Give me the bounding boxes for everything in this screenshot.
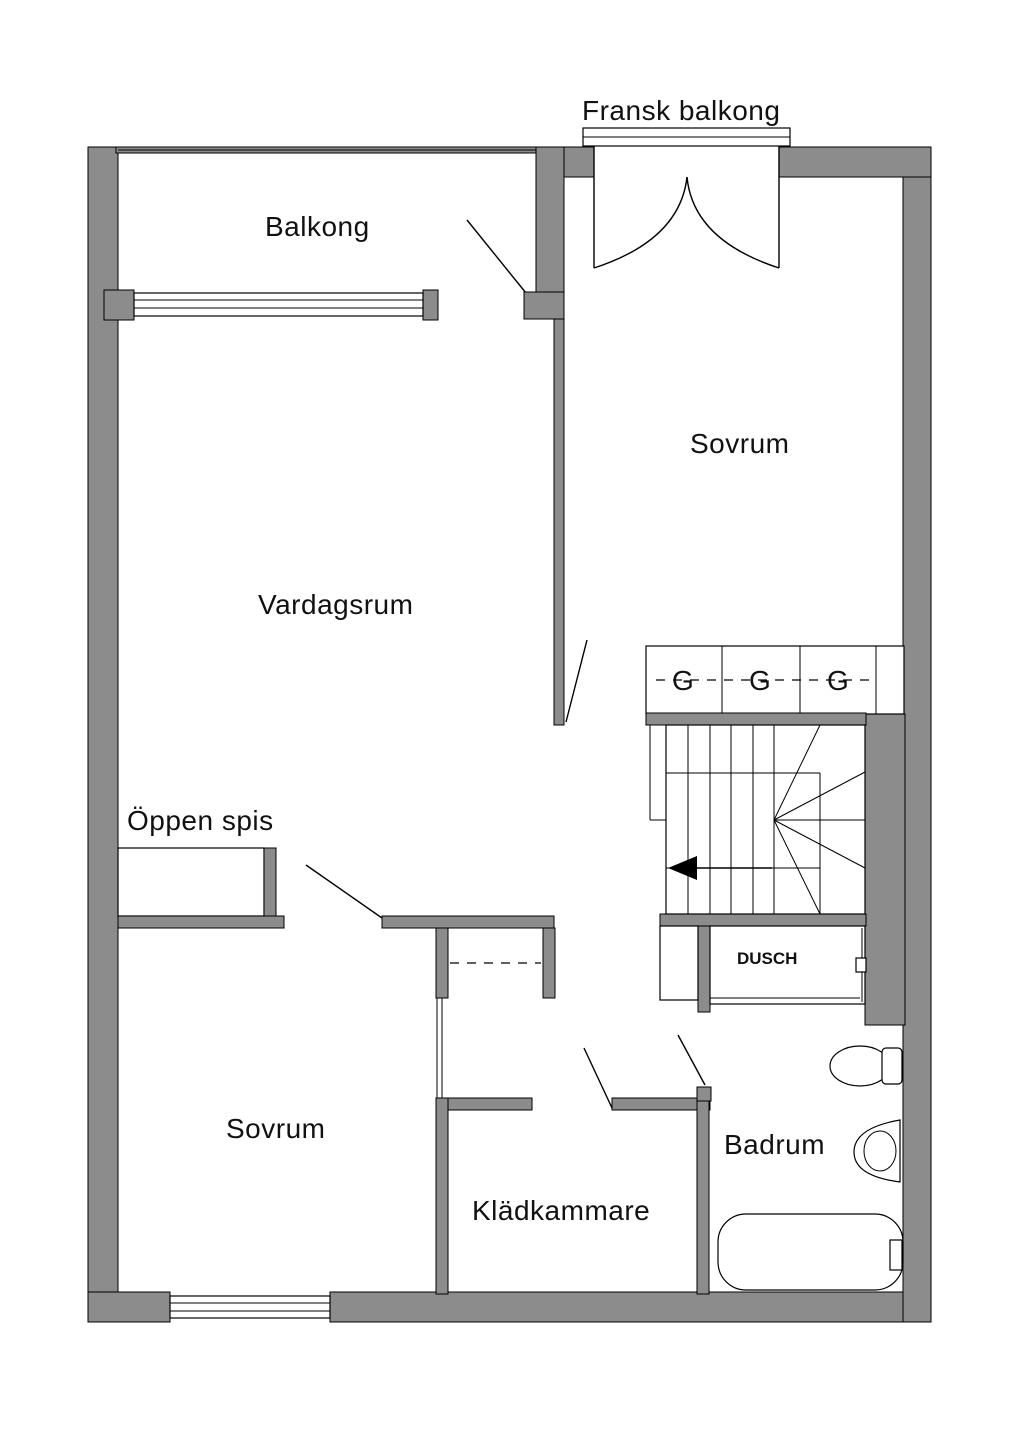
label-balcony: Balkong (265, 211, 370, 242)
interior-walls (117, 146, 867, 1295)
label-bedroom-top: Sovrum (690, 428, 789, 459)
outer-walls (87, 146, 932, 1323)
label-living-room: Vardagsrum (258, 589, 413, 620)
label-walk-in-closet: Klädkammare (472, 1195, 650, 1226)
wardrobes: G G G (645, 645, 905, 726)
bedroom-window (169, 1295, 331, 1319)
label-bathroom: Badrum (724, 1129, 825, 1160)
label-bedroom-bottom: Sovrum (226, 1113, 325, 1144)
label-fireplace: Öppen spis (127, 805, 274, 836)
staircase (649, 724, 866, 915)
french-balcony-door (582, 127, 791, 269)
bathroom-fixtures (717, 1045, 904, 1291)
label-shower: DUSCH (737, 949, 797, 968)
wardrobe-symbol-2: G (749, 665, 771, 696)
wardrobe-symbol-1: G (672, 665, 694, 696)
label-french-balcony: Fransk balkong (582, 95, 780, 126)
shower (709, 925, 867, 1005)
balcony (103, 146, 537, 321)
wardrobe-symbol-3: G (827, 665, 849, 696)
stair-arrow-icon (668, 856, 697, 880)
